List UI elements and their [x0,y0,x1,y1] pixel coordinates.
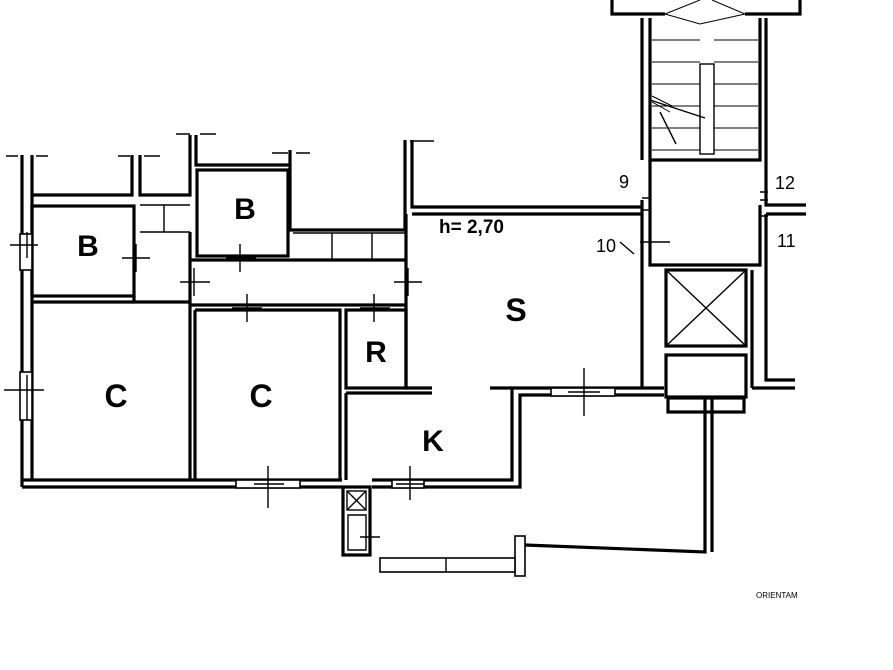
stair-number-12: 12 [775,173,795,193]
stair-number-10: 10 [596,236,616,256]
stair-core [610,0,806,414]
room-label-storage: R [365,336,387,369]
openings [4,232,616,550]
room-label-living: S [505,292,526,328]
room-label-bedroom-left: C [104,378,127,414]
room-label-bath-left: B [77,230,99,263]
ceiling-height-note: h= 2,70 [439,217,504,238]
orientation-label: ORIENTAM [756,591,798,600]
interior-walls [30,168,512,480]
room-label-bath-center: B [234,193,256,226]
balcony [341,398,714,577]
stair-number-11: 11 [777,231,796,251]
room-label-kitchen: K [422,425,444,458]
stair-number-9: 9 [619,172,629,192]
room-label-bedroom-center: C [249,378,272,414]
